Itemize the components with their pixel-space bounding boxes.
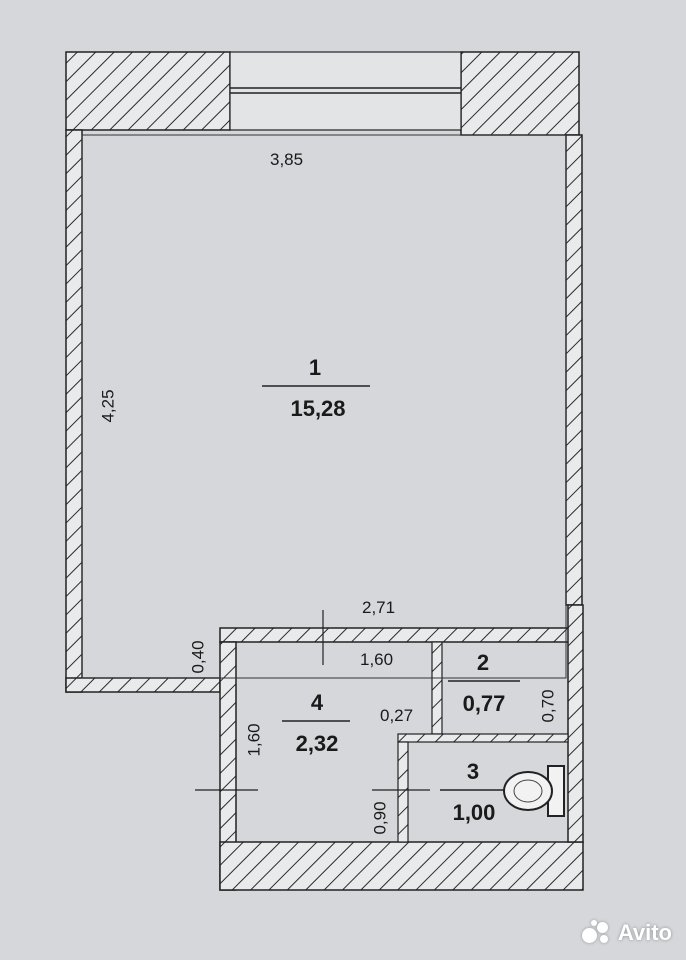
wall-room3-left <box>397 741 409 843</box>
dim-room3-height: 0,90 <box>370 801 390 835</box>
room-2-number: 2 <box>476 650 490 675</box>
room-3-number: 3 <box>466 759 480 784</box>
avito-logo-icon <box>581 920 612 946</box>
room-2-area: 0,77 <box>462 691 506 716</box>
room-4-area: 2,32 <box>295 731 339 756</box>
dim-main-height: 4,25 <box>98 389 118 423</box>
dim-room2-height: 0,70 <box>538 689 558 723</box>
window <box>229 51 462 131</box>
dim-partition-depth: 0,40 <box>188 640 208 674</box>
wall-bottom <box>219 841 584 891</box>
avito-watermark: Avito <box>581 920 672 946</box>
wall-bottom-left <box>65 677 221 693</box>
dim-main-width: 3,85 <box>270 150 304 169</box>
wall-room2-bottom <box>397 733 569 743</box>
wall-left <box>65 129 83 693</box>
wall-top-left <box>65 51 231 131</box>
room-1-number: 1 <box>308 355 322 380</box>
room-1-area: 15,28 <box>290 396 346 421</box>
wall-right <box>565 134 583 606</box>
room-1-floor <box>81 134 567 679</box>
walls <box>65 51 584 891</box>
toilet-icon <box>503 765 565 817</box>
dim-hall-height: 1,60 <box>244 723 264 757</box>
room-4-number: 4 <box>310 690 324 715</box>
avito-watermark-text: Avito <box>617 920 672 945</box>
dim-room2-width: 0,27 <box>380 706 414 725</box>
dim-corridor-width: 2,71 <box>362 598 396 617</box>
wall-bath-right <box>567 604 584 843</box>
room-3-area: 1,00 <box>452 800 496 825</box>
wall-room2-left <box>431 641 443 735</box>
dim-hall-width: 1,60 <box>360 650 394 669</box>
wall-corridor <box>219 627 571 643</box>
wall-top-right <box>460 51 580 136</box>
